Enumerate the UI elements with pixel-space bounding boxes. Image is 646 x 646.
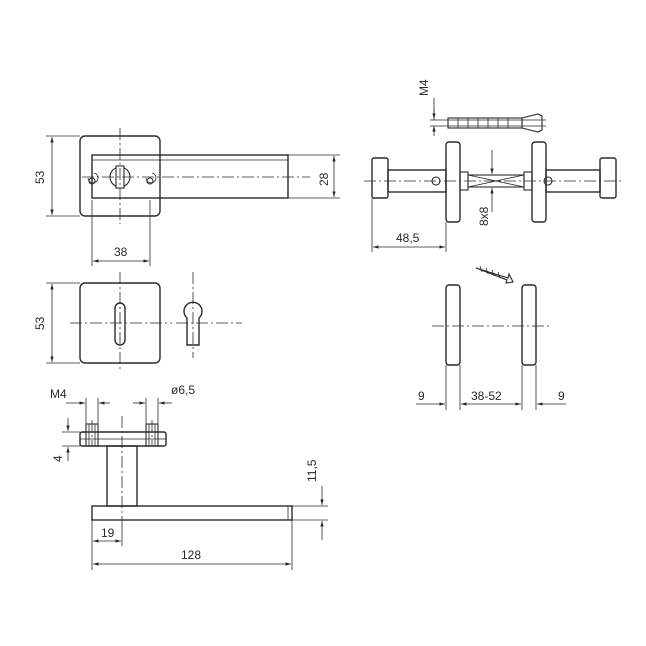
door-rose-right <box>521 284 537 366</box>
dim-handle-offset: 11,5 <box>305 459 319 482</box>
side-view: M4 ø6,5 4 11,5 19 128 <box>50 383 328 570</box>
dim-screw-label: M4 <box>417 79 431 96</box>
dim-door-max-side: 9 <box>558 389 565 403</box>
lever-grip <box>91 505 293 521</box>
dim-rose-width: 38 <box>114 245 128 259</box>
rose-left <box>445 141 461 223</box>
front-view: 53 28 38 <box>33 128 340 266</box>
dim-screw-thread: M4 <box>50 387 67 401</box>
screw-head <box>521 113 543 133</box>
dim-side-projection: 48,5 <box>396 231 420 245</box>
escutcheon-view: 53 <box>33 272 242 372</box>
lever-end-left <box>371 157 389 199</box>
cylinder-profile <box>183 301 203 346</box>
dim-hole-diameter: ø6,5 <box>171 383 195 397</box>
lever-bar-left <box>387 169 447 193</box>
dim-rose-thickness: 4 <box>51 455 65 462</box>
door-thickness-view: 9 38-52 9 <box>416 284 566 410</box>
dim-rose-height: 53 <box>33 170 47 184</box>
dim-door-min-side: 9 <box>418 389 425 403</box>
dim-handle-length: 128 <box>181 548 201 562</box>
dim-grip-start: 19 <box>101 526 115 540</box>
dim-handle-height: 28 <box>317 172 331 186</box>
dim-door-thickness: 38-52 <box>471 389 502 403</box>
door-rose-left <box>445 284 461 366</box>
assembly-view: M4 8x8 <box>364 79 624 284</box>
wood-screw <box>475 267 514 284</box>
lever-end-right <box>599 157 617 199</box>
dim-escutcheon-height: 53 <box>33 316 47 330</box>
screw-shaft <box>447 117 523 129</box>
dim-spindle: 8x8 <box>477 206 491 226</box>
